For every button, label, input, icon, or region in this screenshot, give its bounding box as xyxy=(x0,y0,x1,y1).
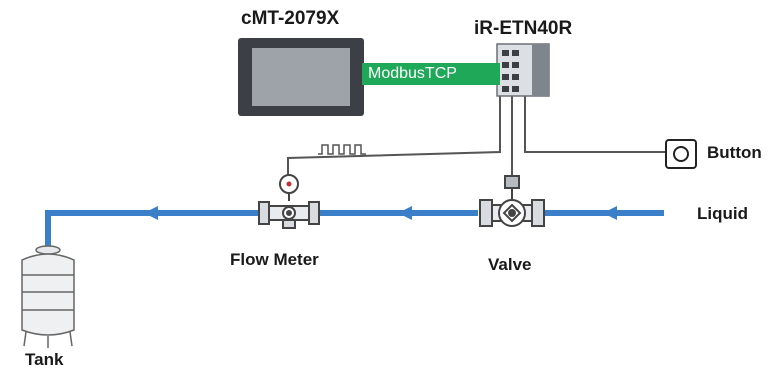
hmi-label: cMT-2079X xyxy=(241,8,340,29)
valve-icon xyxy=(479,175,545,227)
push-button-icon xyxy=(665,139,697,169)
tank-label: Tank xyxy=(25,350,64,369)
hmi-screen-icon xyxy=(238,38,364,116)
flow-arrows xyxy=(144,206,617,220)
button-label: Button xyxy=(707,143,762,162)
switch-module-icon xyxy=(496,43,550,97)
switch-label: iR-ETN40R xyxy=(474,18,573,39)
liquid-label: Liquid xyxy=(697,204,748,223)
pipe xyxy=(45,210,664,246)
protocol-label: ModbusTCP xyxy=(362,63,500,85)
valve-label: Valve xyxy=(488,255,532,274)
pulse-signal-icon xyxy=(318,144,366,155)
tank-icon xyxy=(21,245,75,348)
flow-meter-icon xyxy=(258,174,320,229)
signal-wires xyxy=(287,92,668,178)
flow-meter-label: Flow Meter xyxy=(230,250,319,269)
